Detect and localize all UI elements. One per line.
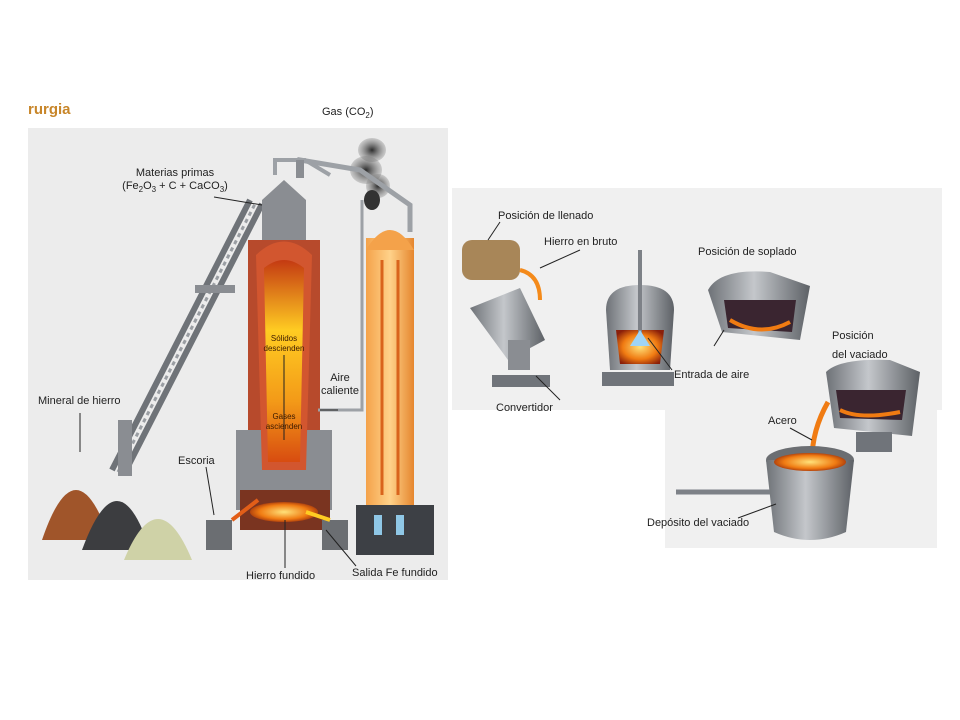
molten-iron-label: Hierro fundido [246, 570, 316, 582]
skip-conveyor [109, 198, 265, 476]
ore-piles [42, 490, 192, 560]
converter-tilted [708, 271, 810, 340]
converter-pouring [809, 359, 920, 461]
hot-blast-stove [356, 230, 434, 555]
steel-label: Acero [768, 415, 797, 427]
slag-cart [206, 520, 232, 550]
molten-iron-outlet-label: Salida Fe fundido [352, 567, 438, 579]
page-title: rurgia [28, 101, 71, 118]
air-inlet-label: Entrada de aire [674, 369, 750, 381]
pig-iron-label: Hierro en bruto [544, 236, 618, 248]
blowing-position-label: Posición de soplado [698, 246, 797, 258]
converter-label: Convertidor [496, 402, 553, 414]
converter-filling [462, 240, 550, 387]
raw-materials-label: Materias primas (Fe2O3 + C + CaCO3) [122, 167, 228, 195]
gas-label: Gas (CO2) [322, 106, 374, 121]
ladle-label: Depósito del vaciado [647, 517, 750, 529]
filling-position-label: Posición de llenado [498, 210, 594, 222]
converter-blowing [602, 250, 674, 386]
ladle [676, 446, 854, 540]
iron-cart [322, 520, 348, 550]
iron-ore-label: Mineral de hierro [38, 395, 121, 407]
slag-label: Escoria [178, 455, 215, 467]
